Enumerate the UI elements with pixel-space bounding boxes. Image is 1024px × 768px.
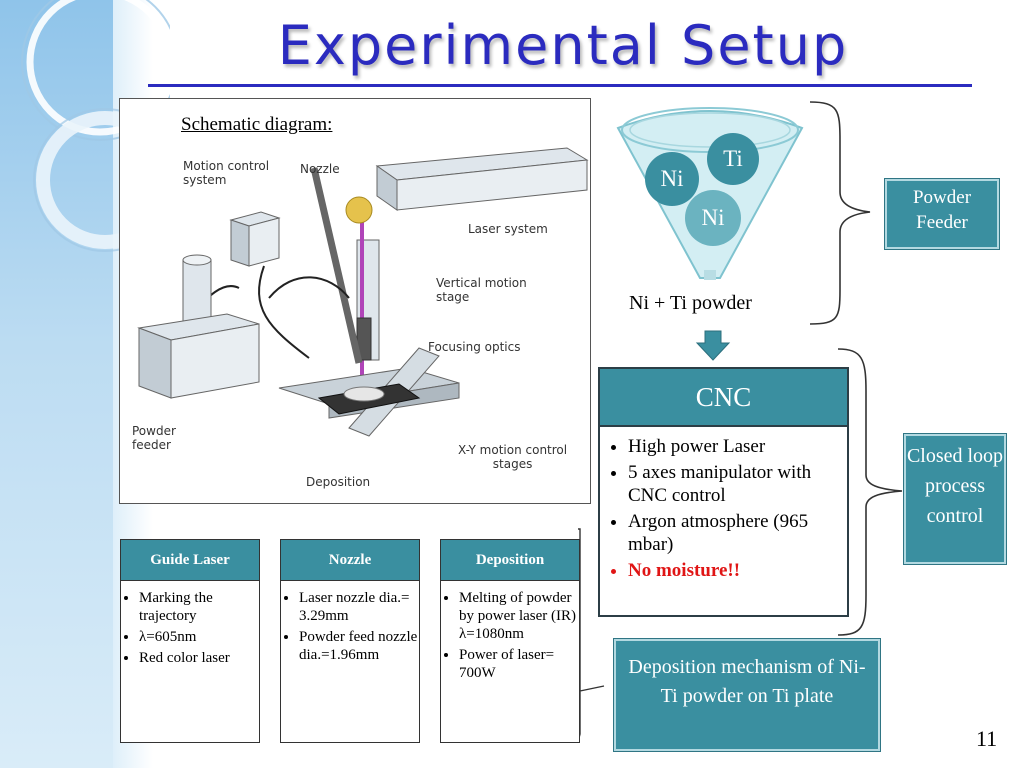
- card-item: Powder feed nozzle dia.=1.96mm: [299, 628, 419, 664]
- card-title: Deposition: [441, 540, 579, 581]
- deposition-mechanism-box: Deposition mechanism of Ni-Ti powder on …: [614, 639, 880, 751]
- ball-ni-bottom: Ni: [685, 190, 741, 246]
- card-nozzle: Nozzle Laser nozzle dia.= 3.29mm Powder …: [280, 539, 420, 743]
- label-laser-system: Laser system: [468, 222, 548, 236]
- card-item: Marking the trajectory: [139, 589, 259, 625]
- cnc-warning: No moisture!!: [628, 559, 847, 582]
- card-list: Laser nozzle dia.= 3.29mm Powder feed no…: [281, 589, 419, 664]
- schematic-illustration: [137, 147, 589, 437]
- ball-ni-left: Ni: [645, 152, 699, 206]
- label-focusing-optics: Focusing optics: [428, 340, 521, 354]
- card-list: Marking the trajectory λ=605nm Red color…: [121, 589, 259, 667]
- label-vertical-motion: Vertical motion stage: [436, 276, 527, 304]
- card-deposition: Deposition Melting of powder by power la…: [440, 539, 580, 743]
- cnc-item: Argon atmosphere (965 mbar): [628, 510, 847, 556]
- label-nozzle: Nozzle: [300, 162, 340, 176]
- card-item: Laser nozzle dia.= 3.29mm: [299, 589, 419, 625]
- label-powder-feeder: Powder feeder: [132, 424, 176, 452]
- card-list: Melting of powder by power laser (IR) λ=…: [441, 589, 579, 682]
- label-xy-stages: X-Y motion control stages: [458, 443, 568, 471]
- cnc-list: High power Laser 5 axes manipulator with…: [600, 435, 847, 582]
- ball-ti: Ti: [707, 133, 759, 185]
- cnc-title: CNC: [600, 369, 847, 427]
- label-deposition: Deposition: [306, 475, 371, 489]
- label-motion-control: Motion control system: [183, 159, 270, 187]
- schematic-heading: Schematic diagram:: [181, 114, 333, 135]
- card-title: Guide Laser: [121, 540, 259, 581]
- card-item: Power of laser= 700W: [459, 646, 579, 682]
- card-title: Nozzle: [281, 540, 419, 581]
- brace-cnc: [837, 348, 903, 636]
- card-item: Melting of powder by power laser (IR) λ=…: [459, 589, 579, 643]
- card-guide-laser: Guide Laser Marking the trajectory λ=605…: [120, 539, 260, 743]
- title-underline: [148, 84, 972, 87]
- page-number: 11: [976, 726, 998, 751]
- brace-powder: [809, 101, 871, 325]
- slide-title: Experimental Setup: [277, 14, 849, 77]
- down-arrow-icon: [695, 330, 731, 361]
- cnc-panel: CNC High power Laser 5 axes manipulator …: [598, 367, 849, 617]
- card-item: Red color laser: [139, 649, 259, 667]
- closed-loop-box: Closed loop process control: [904, 434, 1006, 564]
- cnc-item: 5 axes manipulator with CNC control: [628, 461, 847, 507]
- card-item: λ=605nm: [139, 628, 259, 646]
- cnc-item: High power Laser: [628, 435, 847, 458]
- powder-caption: Ni + Ti powder: [629, 292, 752, 314]
- powder-feeder-box: Powder Feeder: [885, 179, 999, 249]
